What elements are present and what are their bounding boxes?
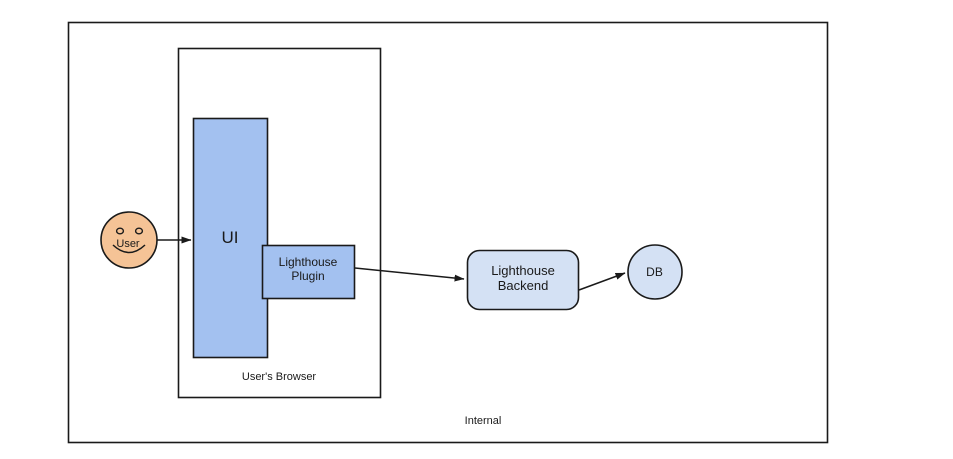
user-smile-icon [112,244,146,254]
edge-backend-to-db-line[interactable] [578,272,626,291]
edge-plugin-to-backend-line[interactable] [354,267,465,282]
internal-boundary-shape [67,21,829,444]
user-left-eye-icon [115,227,125,235]
user-right-eye-icon [134,227,144,235]
lighthouse-plugin-component-shape[interactable] [261,244,356,300]
lighthouse-backend-component-shape[interactable] [466,249,580,311]
users-browser-boundary-shape [177,47,382,399]
db-component-shape[interactable] [627,244,683,300]
user-head-icon[interactable] [100,211,158,269]
ui-component-shape[interactable] [192,117,269,359]
